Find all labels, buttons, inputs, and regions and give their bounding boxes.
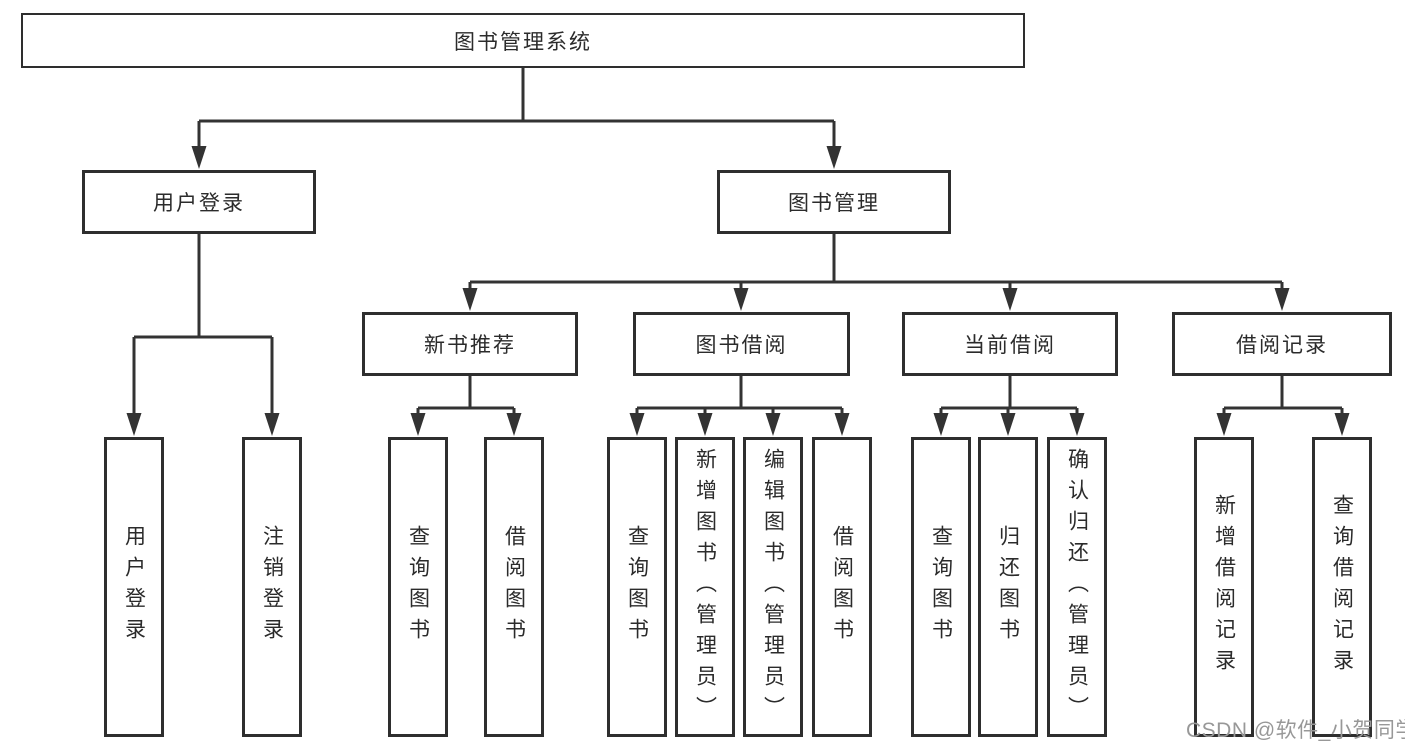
node-label: 查询图书 <box>625 525 649 649</box>
node-label: 确认归还（管理员） <box>1065 447 1089 727</box>
node-label: 图书借阅 <box>695 334 788 357</box>
node-label: 查询借阅记录 <box>1330 494 1354 680</box>
node-leaf-edit-books-admin: 编辑图书（管理员） <box>743 437 803 737</box>
node-book-borrowing: 图书借阅 <box>633 312 850 376</box>
node-label: 借阅记录 <box>1236 334 1328 357</box>
node-leaf-query-borrow-record: 查询借阅记录 <box>1312 437 1372 737</box>
node-label: 注销登录 <box>260 525 284 649</box>
node-label: 归还图书 <box>996 525 1020 649</box>
node-leaf-borrow-books-recommend: 借阅图书 <box>484 437 544 737</box>
node-current-borrowing: 当前借阅 <box>902 312 1118 376</box>
node-label: 查询图书 <box>406 525 430 649</box>
node-label: 用户登录 <box>153 192 245 215</box>
node-label: 新增借阅记录 <box>1212 494 1236 680</box>
node-leaf-query-books-recommend: 查询图书 <box>388 437 448 737</box>
node-new-book-recommendation: 新书推荐 <box>362 312 578 376</box>
node-label: 当前借阅 <box>964 334 1056 357</box>
node-label: 查询图书 <box>929 525 953 649</box>
node-leaf-logout: 注销登录 <box>242 437 302 737</box>
node-leaf-user-login: 用户登录 <box>104 437 164 737</box>
node-label: 图书管理 <box>788 192 880 215</box>
node-leaf-query-books-borrowing: 查询图书 <box>607 437 667 737</box>
node-leaf-confirm-return-admin: 确认归还（管理员） <box>1047 437 1107 737</box>
node-book-management: 图书管理 <box>717 170 951 234</box>
node-label: 新书推荐 <box>424 334 516 357</box>
node-leaf-query-books-current: 查询图书 <box>911 437 971 737</box>
node-leaf-add-borrow-record: 新增借阅记录 <box>1194 437 1254 737</box>
node-label: 用户登录 <box>122 525 146 649</box>
node-label: 图书管理系统 <box>454 30 592 54</box>
node-label: 借阅图书 <box>502 525 526 649</box>
arrowheads <box>126 146 1350 436</box>
node-library-management-system: 图书管理系统 <box>21 13 1025 68</box>
node-borrowing-records: 借阅记录 <box>1172 312 1392 376</box>
node-leaf-borrow-books: 借阅图书 <box>812 437 872 737</box>
node-label: 新增图书（管理员） <box>693 447 717 727</box>
node-leaf-add-books-admin: 新增图书（管理员） <box>675 437 735 737</box>
node-leaf-return-books: 归还图书 <box>978 437 1038 737</box>
node-label: 借阅图书 <box>830 525 854 649</box>
csdn-watermark: CSDN @软件_小贺同学 <box>1186 719 1405 742</box>
node-label: 编辑图书（管理员） <box>761 447 785 727</box>
connector-paths <box>132 68 1344 416</box>
node-user-login: 用户登录 <box>82 170 316 234</box>
